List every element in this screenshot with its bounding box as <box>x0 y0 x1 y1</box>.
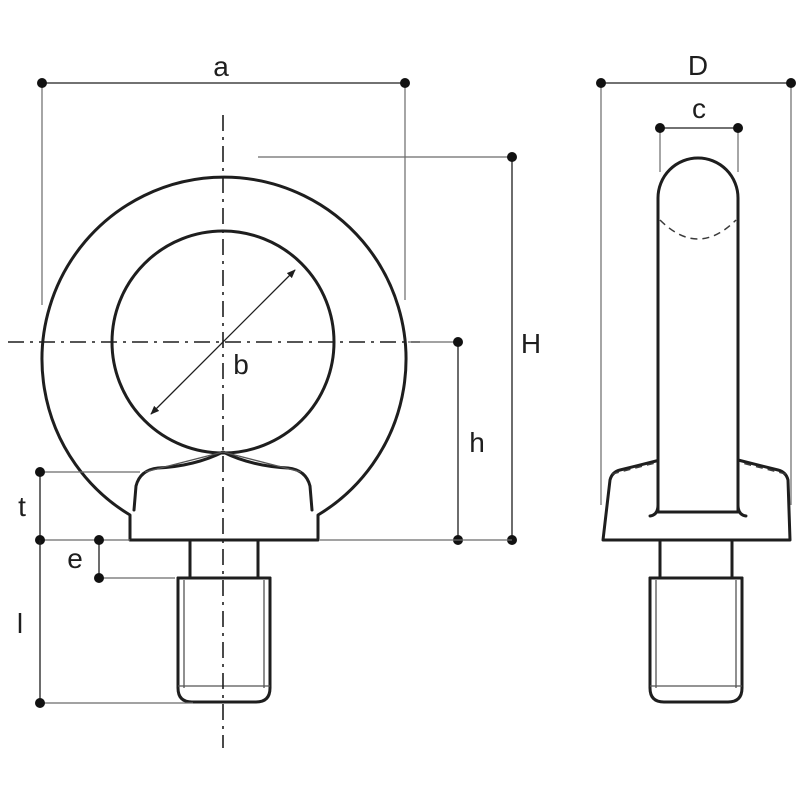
label-e: e <box>67 543 83 574</box>
label-b: b <box>233 349 249 380</box>
label-c: c <box>692 93 706 124</box>
label-h: h <box>469 427 485 458</box>
label-H: H <box>521 328 541 359</box>
dimension-b-arrow <box>150 269 296 415</box>
dimension-lines <box>35 78 796 708</box>
front-eye-ring <box>40 175 408 542</box>
side-shank <box>656 156 740 514</box>
front-thread <box>176 538 272 704</box>
side-view <box>601 156 792 704</box>
side-hidden-curve <box>659 219 737 240</box>
label-D: D <box>688 50 708 81</box>
label-a: a <box>213 51 229 82</box>
side-thread <box>648 538 744 704</box>
front-view <box>8 115 420 748</box>
label-l: l <box>17 608 23 639</box>
label-t: t <box>18 491 26 522</box>
dimension-labels: a b D c H h t e l <box>17 50 708 639</box>
